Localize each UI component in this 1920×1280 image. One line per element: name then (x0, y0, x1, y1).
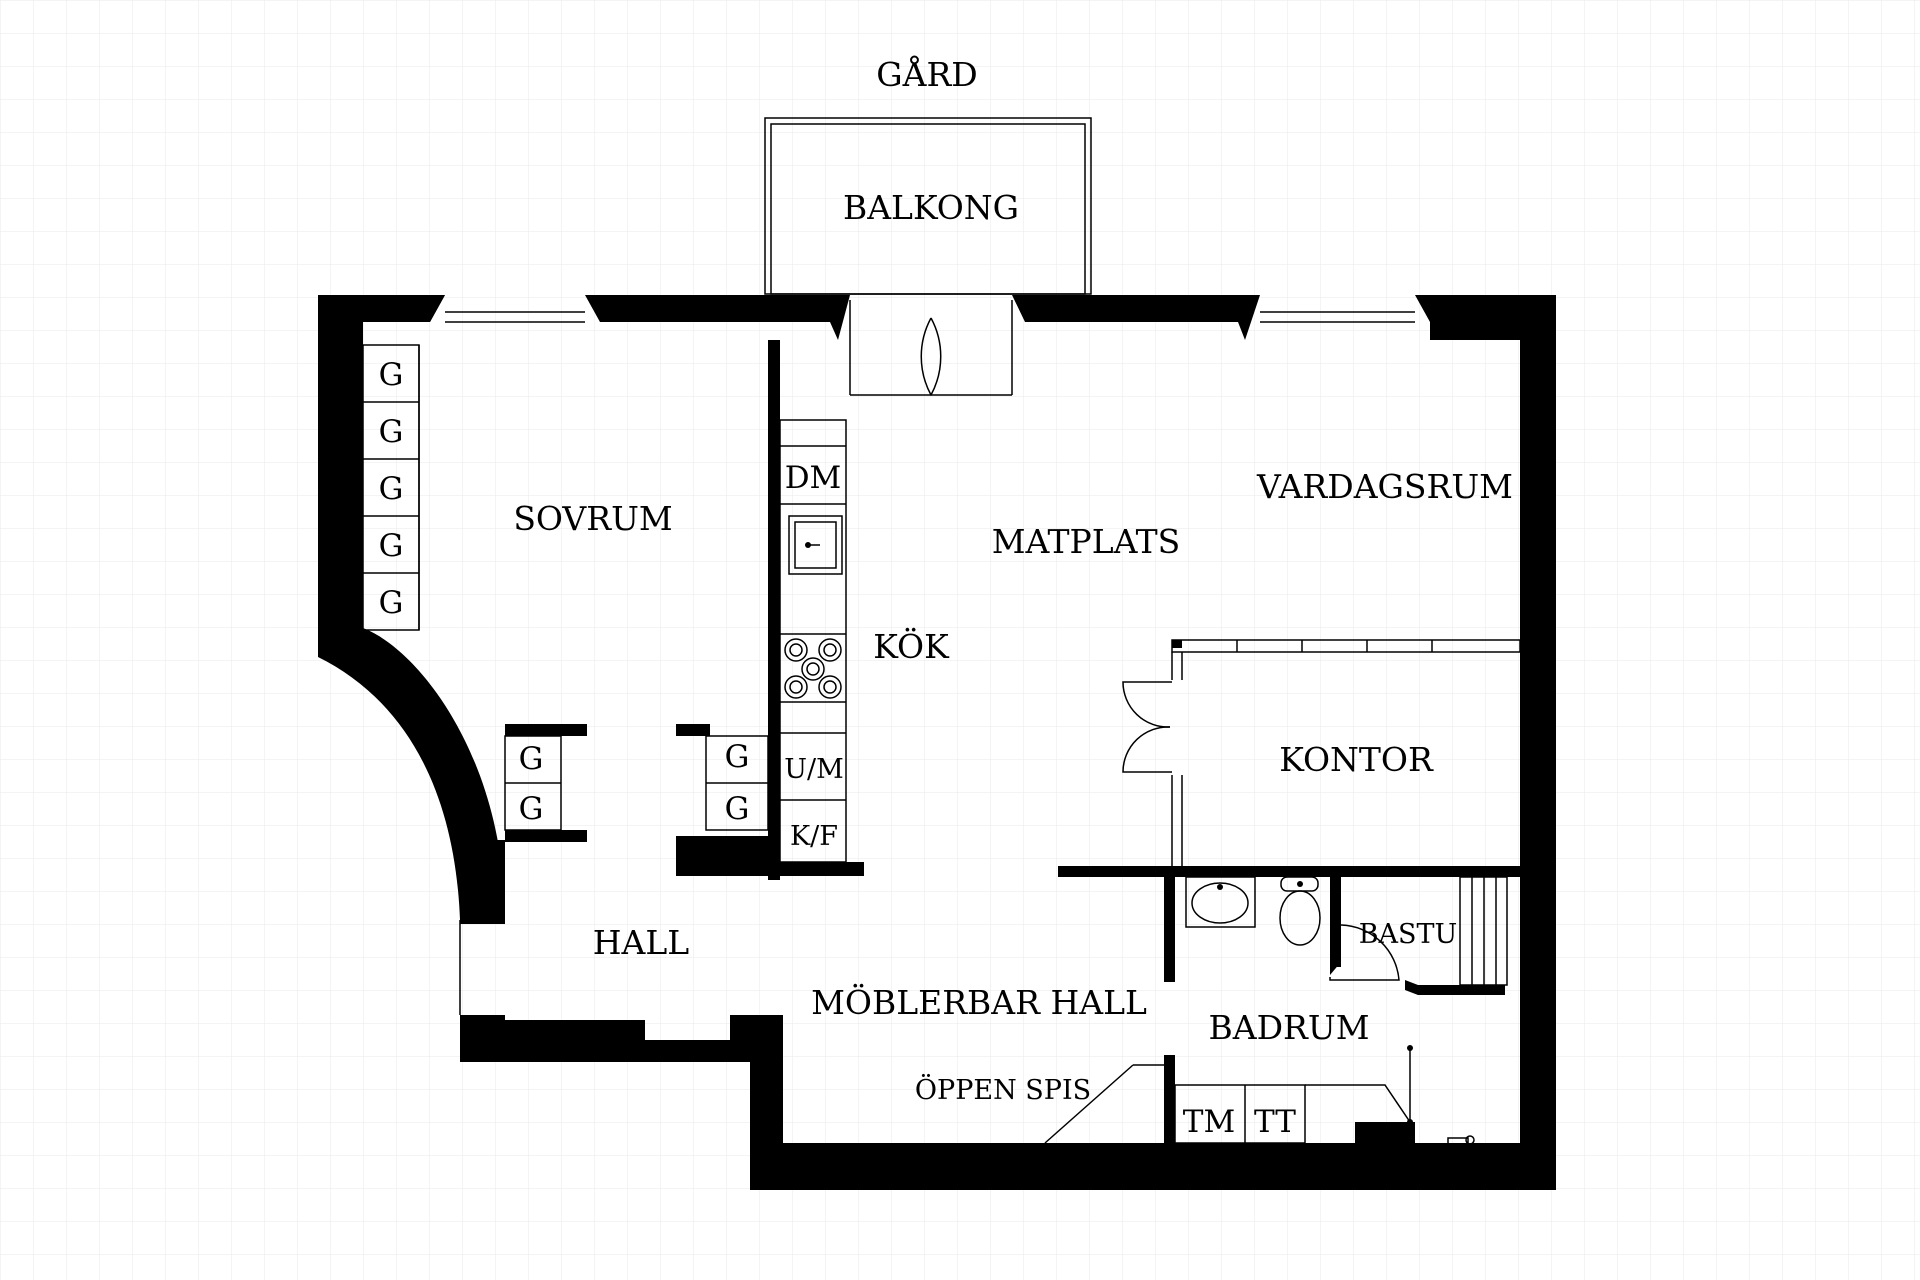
kontor-door (1122, 681, 1172, 773)
label-bastu: BASTU (1359, 919, 1458, 950)
washbasin-icon (1185, 876, 1256, 928)
glass-partition (1171, 639, 1521, 866)
label-dm: DM (785, 460, 842, 496)
kitchen-counter (779, 419, 847, 863)
label-kontor: KONTOR (1279, 740, 1434, 779)
label-balkong: BALKONG (843, 188, 1019, 227)
interior-walls (505, 340, 1520, 1143)
wardrobe-label: G (379, 585, 404, 621)
toilet-icon (1279, 876, 1321, 946)
balcony-door (849, 300, 1013, 396)
wardrobe-label: G (519, 791, 544, 827)
wardrobes-sovrum (362, 344, 420, 631)
faucet-icon (1447, 1135, 1475, 1147)
label-um: U/M (784, 754, 844, 785)
wardrobe-label: G (379, 471, 404, 507)
wardrobes-hall-right (705, 735, 769, 831)
label-gard: GÅRD (876, 54, 978, 94)
label-moblerbar-hall: MÖBLERBAR HALL (811, 982, 1147, 1022)
label-tm: TM (1183, 1104, 1235, 1140)
wardrobe-label: G (725, 791, 750, 827)
windows (445, 311, 1415, 1015)
wardrobe-label: G (379, 528, 404, 564)
laundry-counter (1174, 1045, 1413, 1144)
fireplace (1044, 1064, 1164, 1144)
label-kok: KÖK (873, 626, 950, 666)
wardrobe-label: G (379, 414, 404, 450)
stove-icon (784, 638, 842, 699)
sauna-door (1329, 924, 1400, 981)
sauna-bench (1459, 876, 1508, 986)
label-tt: TT (1254, 1104, 1296, 1140)
label-sovrum: SOVRUM (513, 499, 672, 538)
wardrobe-label: G (519, 741, 544, 777)
label-kf: K/F (790, 821, 838, 852)
label-badrum: BADRUM (1209, 1008, 1370, 1047)
label-vardagsrum: VARDAGSRUM (1256, 467, 1513, 506)
label-hall: HALL (593, 923, 690, 962)
outer-walls (318, 295, 1556, 1190)
wardrobe-label: G (725, 739, 750, 775)
wardrobe-label: G (379, 357, 404, 393)
label-matplats: MATPLATS (992, 522, 1181, 561)
balcony (764, 117, 1092, 295)
wardrobes-hall-left (504, 735, 562, 831)
sink-icon (788, 515, 843, 575)
label-oppen-spis: ÖPPEN SPIS (915, 1072, 1091, 1106)
